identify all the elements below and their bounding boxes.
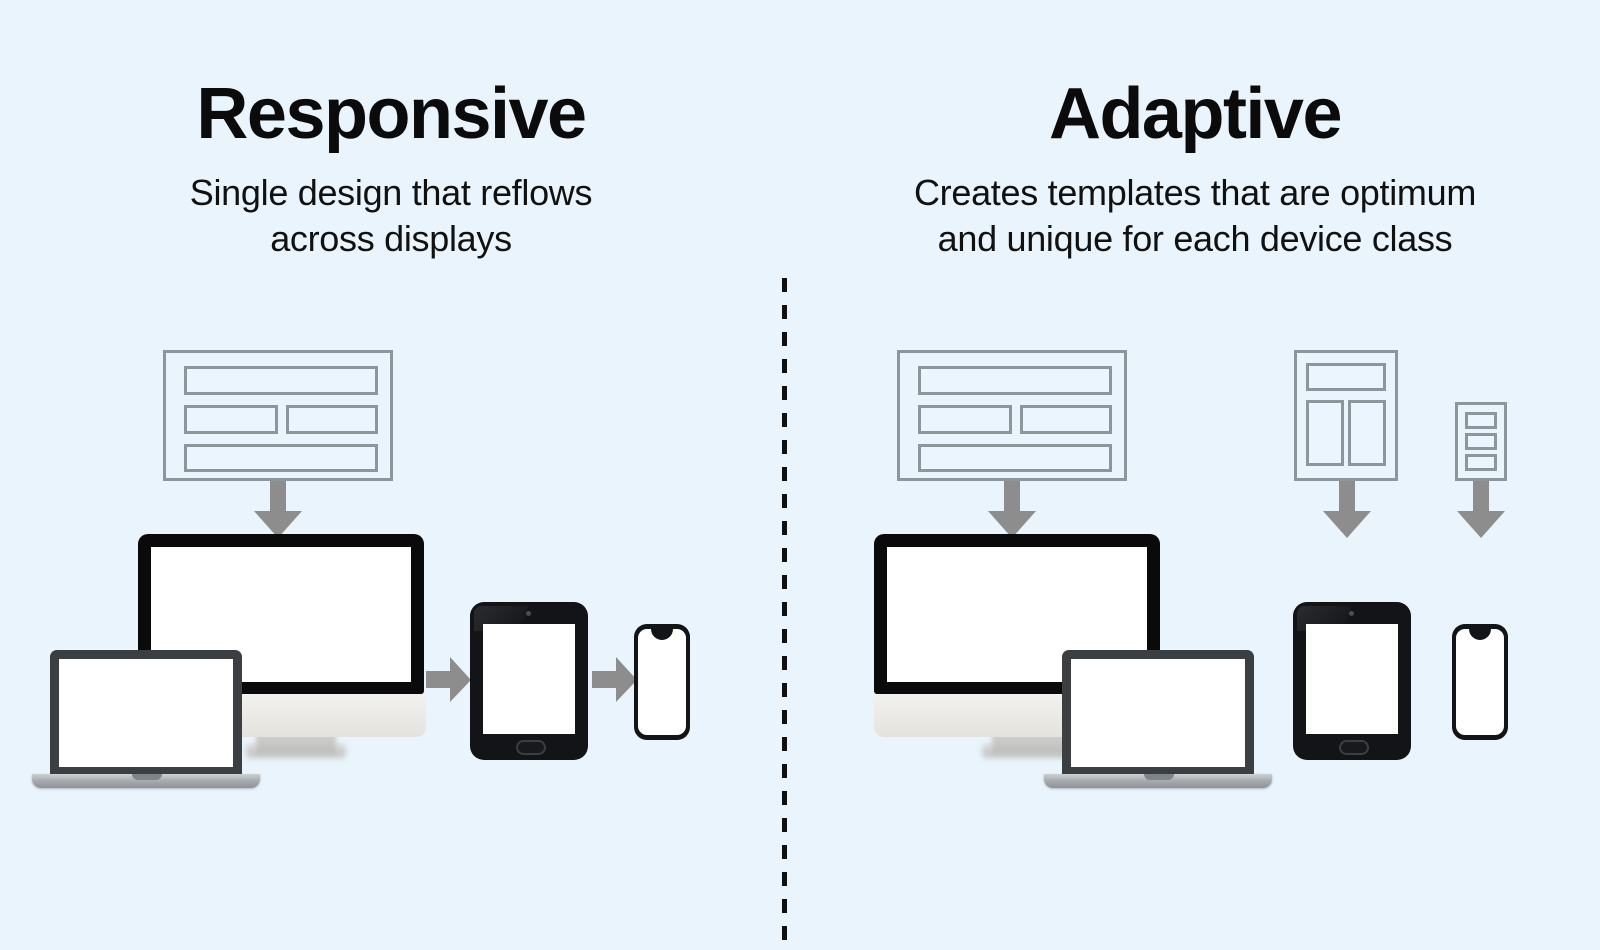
laptop-base xyxy=(1044,774,1272,788)
wireframe-row-top-bar xyxy=(1306,363,1386,391)
laptop-trackpad-notch xyxy=(132,774,162,780)
tablet-responsive xyxy=(470,602,588,760)
wireframe-bar-1 xyxy=(1465,412,1497,429)
laptop-adaptive xyxy=(1044,650,1272,790)
laptop-lid xyxy=(1062,650,1254,776)
down-arrow-to-desktop-responsive xyxy=(254,481,302,538)
wireframe-row-bottom-bar xyxy=(918,444,1112,472)
panel-subtitle-adaptive: Creates templates that are optimum and u… xyxy=(790,170,1600,262)
wireframe-row-split-left xyxy=(918,405,1012,434)
tablet-screen xyxy=(1306,624,1398,734)
wireframe-bar-2 xyxy=(1465,433,1497,450)
right-arrow-to-tablet-responsive xyxy=(426,657,471,702)
tablet-camera-icon xyxy=(1349,611,1354,616)
wireframe-row-bottom-bar xyxy=(184,444,378,472)
subtitle-line-1: Creates templates that are optimum xyxy=(913,172,1477,213)
monitor-chin xyxy=(218,689,426,737)
down-arrow-to-tablet-adaptive xyxy=(1323,481,1371,538)
laptop-trackpad-notch xyxy=(1144,774,1174,780)
down-arrow-to-phone-adaptive xyxy=(1457,481,1505,538)
phone-notch xyxy=(651,629,673,640)
tablet-camera-icon xyxy=(526,611,531,616)
phone-notch xyxy=(1469,629,1491,640)
tablet-adaptive xyxy=(1293,602,1411,760)
tablet-home-button xyxy=(1339,740,1369,755)
wireframe-bar-3 xyxy=(1465,454,1497,471)
panel-subtitle-responsive: Single design that reflows across displa… xyxy=(0,170,782,262)
tablet-screen xyxy=(483,624,575,734)
panel-header-adaptive: Adaptive Creates templates that are opti… xyxy=(790,78,1600,262)
subtitle-line-2: across displays xyxy=(270,218,512,260)
wireframe-row-split-right xyxy=(286,405,378,434)
phone-screen xyxy=(638,629,686,735)
monitor-chin xyxy=(874,689,1082,737)
subtitle-line-2: and unique for each device class xyxy=(937,218,1453,260)
subtitle-line-1: Single design that reflows xyxy=(189,172,593,213)
laptop-screen xyxy=(59,659,233,767)
down-arrow-to-desktop-adaptive xyxy=(988,481,1036,538)
right-arrow-to-phone-responsive xyxy=(592,657,637,702)
laptop-screen xyxy=(1071,659,1245,767)
vertical-dashed-divider xyxy=(782,278,787,950)
tablet-wireframe-adaptive xyxy=(1294,350,1398,481)
phone-responsive xyxy=(634,624,690,740)
phone-wireframe-adaptive xyxy=(1455,402,1507,481)
wireframe-row-top-bar xyxy=(918,366,1112,395)
laptop-responsive xyxy=(32,650,260,790)
desktop-wireframe-adaptive xyxy=(897,350,1127,481)
desktop-wireframe-responsive xyxy=(163,350,393,481)
wireframe-row-split-right xyxy=(1020,405,1112,434)
wireframe-row-top-bar xyxy=(184,366,378,395)
wireframe-row-split-left xyxy=(184,405,278,434)
panel-header-responsive: Responsive Single design that reflows ac… xyxy=(0,78,782,262)
page-title-responsive: Responsive xyxy=(196,74,587,154)
phone-adaptive xyxy=(1452,624,1508,740)
tablet-home-button xyxy=(516,740,546,755)
wireframe-column-left xyxy=(1306,400,1344,466)
page-title-adaptive: Adaptive xyxy=(1048,74,1343,154)
laptop-base xyxy=(32,774,260,788)
wireframe-column-right xyxy=(1348,400,1386,466)
laptop-lid xyxy=(50,650,242,776)
phone-screen xyxy=(1456,629,1504,735)
